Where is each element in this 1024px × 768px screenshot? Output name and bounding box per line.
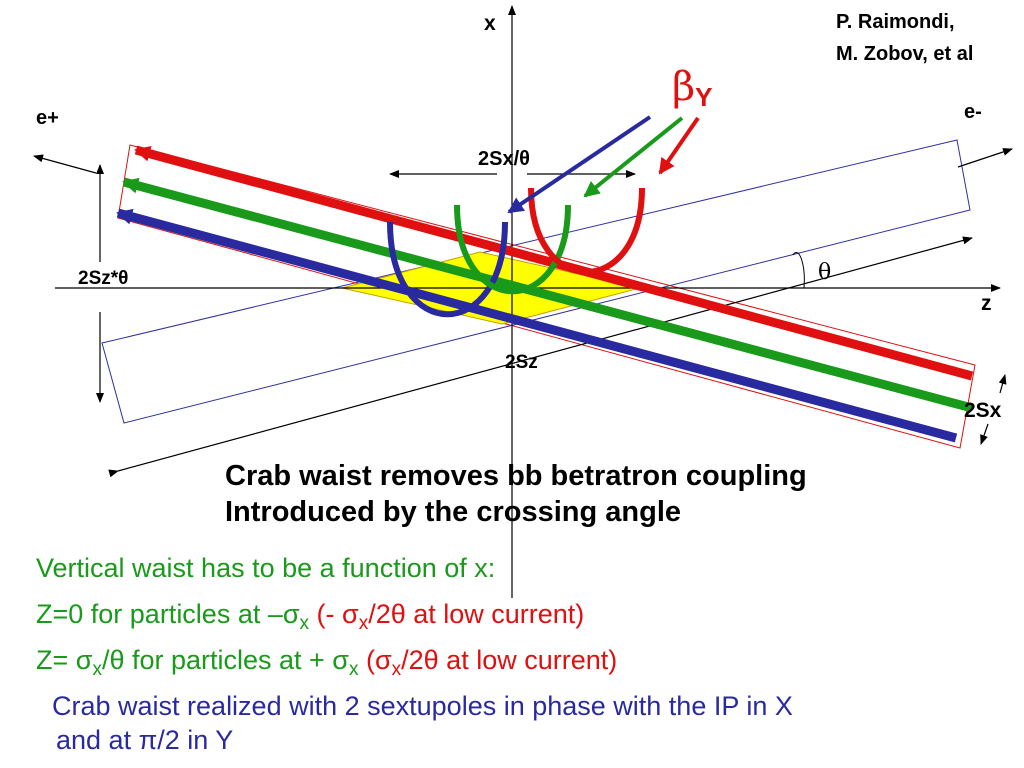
note-line-1: Vertical waist has to be a function of x…: [36, 553, 496, 583]
tilted-axis-line: [108, 236, 973, 478]
note-line-3: Z= σx/θ for particles at + σx (σx/2θ at …: [36, 644, 617, 686]
caption-line-2: Introduced by the crossing angle: [225, 496, 682, 528]
red-beta-curve: [528, 187, 645, 275]
note-line-2-a-sub: x: [299, 613, 310, 634]
note-line-3-a2-sub: x: [348, 659, 359, 680]
x-axis-label: x: [484, 12, 496, 35]
note-line-5: and at π/2 in Y: [56, 725, 234, 755]
green-beta-curve: [454, 204, 571, 295]
blue-beta-pointer: [507, 115, 652, 214]
red-beta-pointer: [658, 116, 700, 175]
theta-label: θ: [818, 260, 831, 285]
two-sz-label: 2Sz: [505, 352, 538, 373]
green-beam-arrow: [122, 177, 974, 413]
two-sz-theta-label: 2Sz*θ: [78, 268, 128, 289]
two-sx-label: 2Sx: [964, 399, 1002, 422]
electron-label: e-: [964, 101, 982, 123]
note-line-3-b-sub: x: [391, 659, 402, 680]
note-line-3-c: /2θ at low current): [401, 645, 618, 675]
note-line-2-c: /2θ at low current): [368, 599, 585, 629]
positron-direction-arrow: [33, 154, 97, 174]
two-sx-down-arrow: [980, 423, 989, 445]
note-line-3-a2: /θ for particles at + σ: [101, 645, 349, 675]
note-line-4: Crab waist realized with 2 sextupoles in…: [52, 691, 793, 721]
two-sx-up-arrow: [998, 374, 1007, 394]
credit-line-1: P. Raimondi,: [836, 11, 955, 33]
blue-beam-arrow: [116, 208, 958, 443]
note-line-2-a: Z=0 for particles at –σ: [36, 599, 300, 629]
blue-beta-curve: [387, 221, 508, 317]
note-line-3-a-sub: x: [92, 659, 102, 680]
credit-line-2: M. Zobov, et al: [836, 43, 973, 65]
note-line-2: Z=0 for particles at –σx (- σx/2θ at low…: [36, 598, 584, 640]
beta-y-label: βY: [672, 64, 712, 112]
note-line-3-a: Z= σ: [36, 645, 93, 675]
note-line-3-b: (σ: [358, 645, 392, 675]
theta-arc: [792, 252, 805, 289]
green-beta-pointer: [583, 116, 684, 198]
note-line-2-b: (- σ: [309, 599, 359, 629]
beta-symbol: β: [672, 64, 695, 110]
caption-line-1: Crab waist removes bb betratron coupling: [225, 460, 807, 492]
note-line-2-b-sub: x: [358, 613, 369, 634]
caption-block: Crab waist removes bb betratron coupling…: [225, 458, 807, 530]
two-sx-theta-label: 2Sx/θ: [478, 148, 530, 170]
electron-direction-arrow: [957, 148, 1013, 168]
z-axis-label: z: [981, 292, 992, 315]
positron-label: e+: [36, 107, 59, 129]
beta-subscript: Y: [695, 82, 712, 112]
